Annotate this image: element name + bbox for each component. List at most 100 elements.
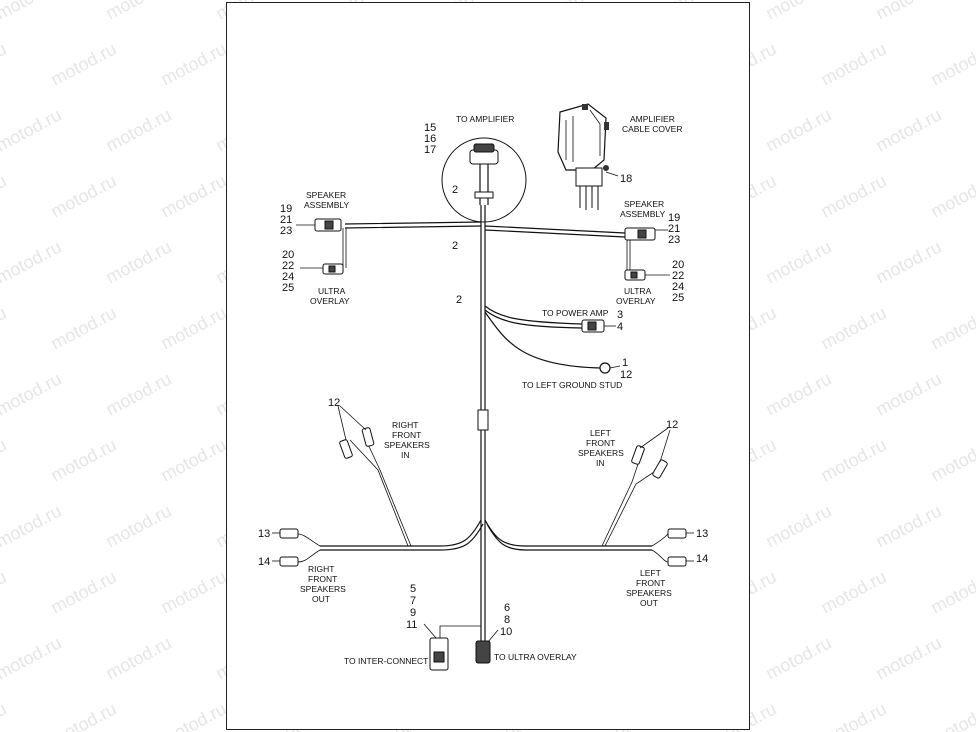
left-distribution-wire bbox=[320, 519, 484, 551]
ref-23-left: 23 bbox=[280, 225, 292, 237]
ref-21-right: 21 bbox=[668, 223, 680, 235]
leader-12-right-b bbox=[659, 429, 671, 463]
label-speaker-right-2: ASSEMBLY bbox=[620, 209, 666, 219]
ref-3: 3 bbox=[617, 309, 623, 321]
ref-23-right: 23 bbox=[668, 234, 680, 246]
label-to-interconnect: TO INTER-CONNECT bbox=[344, 656, 428, 666]
right-speaker-branch bbox=[484, 225, 626, 238]
label-rfs-out-2: FRONT bbox=[308, 574, 337, 584]
left-ultra-lead bbox=[342, 228, 347, 268]
label-ultra-right-1: ULTRA bbox=[624, 286, 652, 296]
ref-25-right: 25 bbox=[672, 292, 684, 304]
lfs-in-connector-a bbox=[631, 445, 645, 465]
trunk-sleeve bbox=[477, 409, 489, 431]
diagram-sheet bbox=[226, 2, 750, 730]
rfs-in-connector-a bbox=[339, 439, 353, 459]
label-ground-stud: TO LEFT GROUND STUD bbox=[522, 380, 622, 390]
ref-2-low: 2 bbox=[456, 294, 462, 306]
right-ultra-lead bbox=[626, 240, 631, 272]
ref-20-left: 20 bbox=[282, 249, 294, 261]
ref-21-left: 21 bbox=[280, 214, 292, 226]
label-rfs-in-3: SPEAKERS bbox=[384, 440, 430, 450]
label-speaker-left-2: ASSEMBLY bbox=[304, 200, 350, 210]
right-distribution-wire bbox=[484, 519, 652, 551]
lfs-out-connector-14 bbox=[667, 556, 687, 567]
ref-19-right: 19 bbox=[668, 212, 680, 224]
ref-22-right: 22 bbox=[672, 270, 684, 282]
ref-11: 11 bbox=[406, 619, 417, 631]
power-amp-branch bbox=[484, 305, 583, 329]
ref-8: 8 bbox=[504, 614, 510, 626]
label-ultra-left-1: ULTRA bbox=[318, 286, 346, 296]
amp-lead-wire bbox=[479, 164, 489, 205]
rfs-out-connector-13 bbox=[279, 528, 299, 539]
right-speaker-connector-tab bbox=[637, 229, 647, 239]
ref-12-right: 12 bbox=[666, 419, 678, 431]
ref-12-left: 12 bbox=[328, 397, 340, 409]
label-ultra-left-2: OVERLAY bbox=[310, 296, 350, 306]
ref-15: 15 bbox=[424, 122, 436, 134]
label-lfs-in-4: IN bbox=[596, 458, 605, 468]
ref-9: 9 bbox=[410, 607, 416, 619]
label-lfs-in-2: FRONT bbox=[586, 438, 615, 448]
amp-lead-clip bbox=[474, 191, 494, 199]
right-ultra-connector-tab bbox=[630, 271, 638, 279]
rfs-in-lead bbox=[349, 439, 412, 547]
lfs-out-leads bbox=[651, 533, 669, 563]
ref-2-top: 2 bbox=[452, 184, 458, 196]
trunk-to-ultra-overlay bbox=[480, 520, 486, 645]
amplifier-detail-circle bbox=[441, 137, 527, 223]
leader-18 bbox=[605, 171, 619, 177]
ref-10: 10 bbox=[500, 626, 512, 638]
ground-ring-terminal bbox=[599, 362, 611, 374]
ref-20-right: 20 bbox=[672, 259, 684, 271]
label-lfs-out-2: FRONT bbox=[636, 578, 665, 588]
ref-5: 5 bbox=[410, 583, 416, 595]
ref-17: 17 bbox=[424, 144, 436, 156]
ref-24-right: 24 bbox=[672, 281, 684, 293]
label-lfs-in-1: LEFT bbox=[590, 428, 611, 438]
label-speaker-left-1: SPEAKER bbox=[306, 190, 346, 200]
ref-19-left: 19 bbox=[280, 203, 292, 215]
label-rfs-in-4: IN bbox=[401, 450, 410, 460]
label-to-ultra-overlay: TO ULTRA OVERLAY bbox=[494, 652, 577, 662]
label-to-amplifier: TO AMPLIFIER bbox=[456, 114, 514, 124]
power-amp-connector-tab bbox=[587, 321, 597, 331]
amplifier-connector-inner bbox=[473, 143, 495, 153]
label-lfs-out-3: SPEAKERS bbox=[626, 588, 672, 598]
label-lfs-out-1: LEFT bbox=[640, 568, 661, 578]
label-rfs-in-1: RIGHT bbox=[392, 420, 418, 430]
leader-12-right-a bbox=[639, 427, 669, 449]
ref-4: 4 bbox=[617, 321, 623, 333]
label-amplifier-cover-1: AMPLIFIER bbox=[630, 114, 675, 124]
rfs-in-connector-b bbox=[361, 427, 375, 447]
interconnect-connector-tab bbox=[433, 651, 445, 663]
ref-22-left: 22 bbox=[282, 260, 294, 272]
left-speaker-connector-tab bbox=[324, 220, 334, 230]
label-rfs-out-1: RIGHT bbox=[308, 564, 334, 574]
ref-24-left: 24 bbox=[282, 271, 294, 283]
leader-11 bbox=[423, 623, 437, 639]
ref-14-left: 14 bbox=[258, 556, 270, 568]
amplifier-cable-cover bbox=[557, 103, 609, 210]
ref-2-mid: 2 bbox=[452, 240, 458, 252]
ref-6: 6 bbox=[504, 602, 510, 614]
rfs-out-connector-14 bbox=[279, 556, 299, 567]
label-power-amp: TO POWER AMP bbox=[542, 308, 609, 318]
label-amplifier-cover-2: CABLE COVER bbox=[622, 124, 682, 134]
label-ultra-right-2: OVERLAY bbox=[616, 296, 656, 306]
ref-25-left: 25 bbox=[282, 282, 294, 294]
ultra-overlay-connector bbox=[475, 640, 491, 664]
label-lfs-out-4: OUT bbox=[640, 598, 658, 608]
ref-18: 18 bbox=[620, 173, 632, 185]
interconnect-lead bbox=[439, 625, 481, 640]
ref-16: 16 bbox=[424, 133, 436, 145]
leader-1 bbox=[609, 365, 621, 369]
rfs-out-leads bbox=[297, 533, 321, 563]
ref-13-left: 13 bbox=[258, 528, 270, 540]
lfs-out-connector-13 bbox=[667, 528, 687, 539]
ref-14-right: 14 bbox=[696, 553, 708, 565]
label-lfs-in-3: SPEAKERS bbox=[578, 448, 624, 458]
main-trunk-wire bbox=[480, 205, 486, 520]
